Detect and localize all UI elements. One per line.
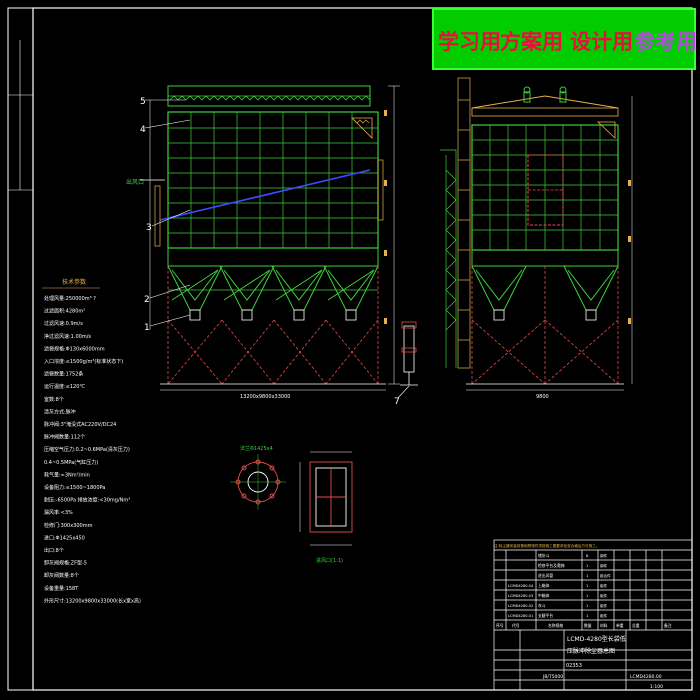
drawing-title-line-2: 压脉冲除尘器总图 [567,647,615,655]
part-code: LCMD4280.04 [508,584,534,588]
spec-rows: 处理风量:250000m³ ? 过滤面积:4280m² 过滤风速:0.9m/s 净过滤… [44,295,141,604]
spec-row: 耗气量:≈3Nm³/min [44,471,90,478]
parts-header: 单重 [616,623,624,628]
part-code: LCMD4280.02 [508,604,533,608]
spec-row: 卸灰阀规格:ZF型-5 [44,560,87,567]
spec-row: 设备阻力:≤1500~1800Pa [44,484,105,491]
flange-label: 法兰Φ1425x4 [240,445,273,452]
spec-row: 设备重量:158T [44,585,79,592]
company-code: 02353 [566,663,582,669]
banner-scheme: 方案用 [500,30,563,54]
spec-row: 入口浓度:≤1500g/m³(标准状态下) [44,358,123,365]
part-qty: 1 [586,593,589,598]
parts-header: 数量 [584,623,592,628]
standard-code: JB/T5000 [542,674,563,680]
part-name: 中箱体 [538,593,550,598]
callout-5: 5 [140,97,146,107]
callout-7: 7 [394,397,400,407]
part-material: 组件 [600,593,608,598]
inlet-detail [299,451,353,546]
part-material: 钢件 [600,563,608,568]
spec-row: 清灰方式:脉冲 [44,408,76,415]
side-view [440,77,633,391]
outlet-label: 出风口 [126,178,144,186]
spec-row: 脉冲阀:3"淹没式AC220V/DC24 [44,421,116,428]
part-name: 储灰斗 [538,553,550,558]
part-material: 组件 [600,583,608,588]
part-code: LCMD4280.03 [508,594,533,598]
parts-header: 材料 [600,623,608,628]
spec-row: 压缩空气压力:0.2~0.6MPa(清灰压力) [44,446,130,453]
part-name: 检修平台及爬梯 [538,563,565,568]
spec-row: 脉冲阀数量:112个 [44,434,85,441]
spec-row: 运行温度:≤120℃ [44,383,85,390]
spec-row: 过滤风速:0.9m/s [44,320,83,327]
parts-headers: 序号 代号 名称规格 数量 材料 单重 总重 备注 [496,623,672,628]
part-name: 进出风管 [538,573,553,578]
part-name: 灰斗 [538,603,546,608]
part-qty: 1 [586,573,589,578]
parts-note: 注:除尘器安装前基础预埋件须按施工图要求检查合格后方可施工。 [494,543,599,548]
parts-header: 代号 [512,623,520,628]
spec-row: 过滤面积:4280m² [44,308,85,315]
spec-table: 技术参数 [42,278,100,289]
callout-3: 3 [146,223,152,233]
drawing-title-line-1: LCMD-4280型长袋低 [567,635,626,643]
usage-banner: 学习用 方案用 设计用 参考用 [432,8,697,70]
spec-row: 滤袋数量:1752条 [44,371,83,378]
spec-row: 卸灰阀数量:8个 [44,572,79,579]
parts-header: 总重 [632,623,640,628]
banner-reference: 参考用 [634,30,697,54]
front-view [140,85,400,391]
part-material: 钢件 [600,553,608,558]
spec-row: 处理风量:250000m³ ? [44,295,96,302]
part-code: LCMD4280.01 [508,614,533,618]
spec-row: 滤袋规格:Φ130x6000mm [44,345,105,352]
banner-design: 设计用 [570,30,633,54]
side-width-dimension: 9800 [536,394,549,400]
inner-border [32,7,693,691]
scale: 1:100 [650,684,663,690]
callout-1: 1 [144,323,150,333]
spec-row: 出口:8个 [44,547,64,554]
spec-row: 室数:8个 [44,396,64,403]
parts-header: 序号 [496,623,504,628]
parts-header: 备注 [664,623,672,628]
drawing-number: LCMD4280.00 [630,674,662,680]
part-name: 上箱体 [538,583,550,588]
part-qty: 8 [586,553,589,558]
spec-row: 净过滤风速:1.00m/s [44,333,91,340]
spec-row: 进口:Φ1425x450 [44,534,85,541]
part-qty: 1 [586,563,589,568]
part-name: 支腿平台 [538,613,553,618]
parts-list-frame [493,539,693,691]
banner-study: 学习用 [438,30,501,54]
spec-row: 外形尺寸:13200x9800x33000(长x宽x高) [44,597,141,604]
part-qty: 1 [586,613,589,618]
inlet-detail-label: 进风口(1:1) [316,557,343,564]
part-material: 组件 [600,603,608,608]
spec-row: 检修门:300x300mm [44,522,93,529]
part-material: 组件 [600,613,608,618]
callout-2: 2 [144,295,150,305]
part-qty: 1 [586,583,589,588]
part-material: 组合件 [600,573,611,578]
parts-header: 名称规格 [548,623,563,628]
spec-row: 漏风率:<3% [44,509,73,516]
spec-heading: 技术参数 [62,278,86,286]
part-qty: 1 [586,603,589,608]
overall-dimension: 13200x9800x33000 [240,394,290,400]
spec-row: 0.4~0.5MPa(气缸压力) [44,459,98,466]
binding-margin [8,40,33,191]
callout-4: 4 [140,125,146,135]
spec-row: 耐压:-6500Pa 排放浓度:<30mg/Nm³ [44,497,130,504]
small-vessel [400,321,418,386]
flange-detail [230,454,286,510]
